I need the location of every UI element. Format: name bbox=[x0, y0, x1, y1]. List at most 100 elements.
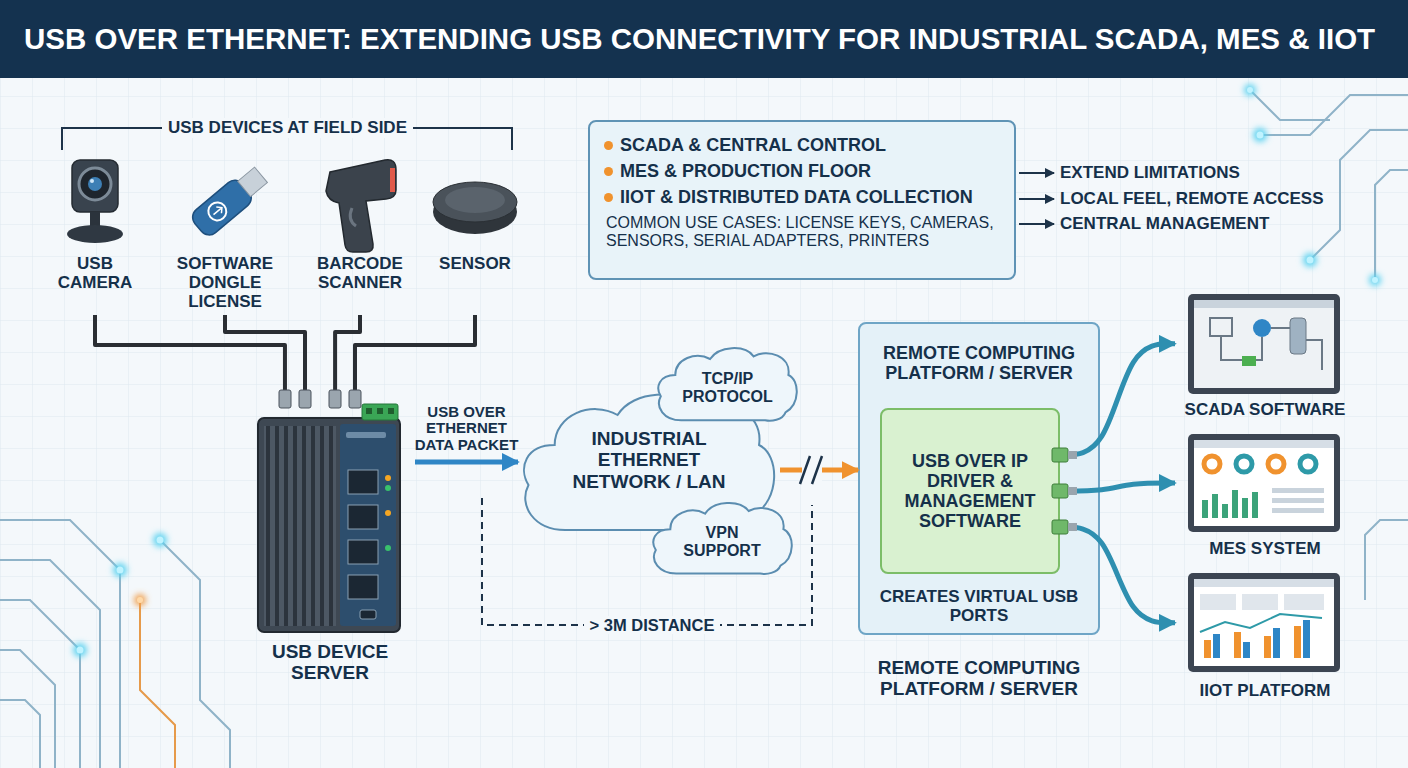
title-band bbox=[0, 0, 1408, 78]
drawing-rect bbox=[1212, 494, 1218, 518]
node-text: USB DEVICE SERVER bbox=[245, 641, 415, 684]
node-text: USB CAMERA bbox=[40, 254, 150, 292]
drawing-circle bbox=[157, 537, 164, 544]
drawing-rect bbox=[1222, 504, 1228, 518]
drawing-circle bbox=[385, 485, 391, 491]
drawing-rect bbox=[390, 168, 395, 192]
drawing-circle bbox=[1300, 456, 1316, 472]
node-text: TCP/IP PROTOCOL bbox=[675, 370, 780, 406]
drawing-ellipse bbox=[433, 182, 517, 222]
drawing-line bbox=[1019, 172, 1054, 174]
drawing-rect bbox=[1200, 594, 1236, 610]
drawing-rect bbox=[1052, 448, 1068, 462]
text-slot: LOCAL FEEL, REMOTE ACCESS bbox=[1060, 187, 1390, 211]
text-slot: EXTEND LIMITATIONS bbox=[1060, 161, 1390, 185]
text-slot: USB CAMERA bbox=[40, 254, 150, 314]
data-arrow bbox=[415, 460, 518, 465]
node-text: CREATES VIRTUAL USB PORTS bbox=[864, 587, 1094, 625]
drawing-g bbox=[1272, 488, 1324, 513]
drawing-circle bbox=[1247, 87, 1253, 93]
circuit-traces bbox=[0, 90, 1408, 768]
node-text: SENSOR bbox=[439, 254, 511, 273]
text-slot: SCADA SOFTWARE bbox=[1175, 396, 1355, 424]
device-node: SENSOR bbox=[425, 150, 525, 315]
text-slot: USB DEVICE SERVER bbox=[245, 637, 415, 687]
drawing-rect bbox=[1194, 300, 1334, 308]
usb-camera-icon bbox=[67, 160, 123, 243]
drawing-rect bbox=[346, 432, 386, 438]
drawing-rect bbox=[238, 167, 268, 196]
drawing-circle bbox=[1253, 319, 1271, 337]
drawing-path bbox=[211, 205, 225, 218]
drawing-circle bbox=[73, 643, 87, 657]
text-slot: USB OVER IP DRIVER & MANAGEMENT SOFTWARE bbox=[888, 416, 1052, 566]
drawing-path bbox=[0, 520, 120, 768]
dongle-icon bbox=[189, 163, 271, 239]
drawing-rect bbox=[388, 408, 394, 414]
text-slot: VPN SUPPORT bbox=[672, 520, 772, 564]
data-arrow bbox=[1060, 483, 1175, 491]
drawing-circle bbox=[90, 179, 94, 183]
usb-cable bbox=[225, 315, 305, 405]
data-arrow bbox=[1060, 527, 1175, 623]
usb-cable bbox=[355, 315, 475, 405]
drawing-circle bbox=[117, 567, 124, 574]
node-text: IIOT & DISTRIBUTED DATA COLLECTION bbox=[620, 187, 973, 207]
drawing-rect bbox=[1210, 318, 1232, 336]
drawing-circle bbox=[137, 597, 143, 603]
text-slot: SOFTWARE DONGLE LICENSE bbox=[160, 254, 290, 314]
drawing-g bbox=[348, 470, 378, 599]
drawing-circle bbox=[1303, 253, 1317, 267]
platform-box: REMOTE COMPUTING PLATFORM / SERVER CREATE… bbox=[858, 322, 1100, 712]
drawing-rect bbox=[1052, 484, 1068, 498]
node-text: IIOT PLATFORM bbox=[1200, 681, 1331, 700]
text-slot: > 3M DISTANCE bbox=[583, 612, 721, 638]
drawing-circle bbox=[1257, 132, 1264, 139]
virtual-port-plugs bbox=[1052, 448, 1077, 534]
sensor-icon bbox=[433, 182, 517, 234]
software-screen: SCADA SOFTWARE bbox=[1175, 290, 1355, 428]
text-slot: USB OVER ETHERNET DATA PACKET bbox=[411, 392, 523, 454]
drawing-rect bbox=[1188, 573, 1340, 672]
node-text: SOFTWARE DONGLE LICENSE bbox=[160, 254, 290, 311]
usb-plugs bbox=[279, 390, 361, 408]
device-node: BARCODE SCANNER bbox=[300, 150, 420, 315]
text-slot: INDUSTRIAL ETHERNET NETWORK / LAN bbox=[550, 421, 748, 499]
drawing-g bbox=[1204, 456, 1316, 472]
edge-label: USB OVER ETHERNET DATA PACKET bbox=[411, 404, 523, 454]
drawing-path bbox=[0, 560, 100, 768]
field-bracket bbox=[62, 128, 512, 150]
text-slot: COMMON USE CASES: LICENSE KEYS, CAMERAS,… bbox=[606, 214, 1006, 274]
drawing-rect bbox=[366, 408, 372, 414]
glow-dots bbox=[73, 84, 1381, 657]
drawing-rect bbox=[279, 390, 291, 408]
drawing-rect bbox=[1234, 632, 1241, 658]
drawing-rect bbox=[264, 426, 336, 626]
drawing-rect bbox=[348, 505, 378, 529]
drawing-circle bbox=[1372, 277, 1378, 283]
drawing-circle bbox=[205, 199, 230, 224]
mes-screen bbox=[1188, 434, 1340, 532]
drawing-rect bbox=[1242, 498, 1248, 518]
drawing-circle bbox=[1268, 456, 1284, 472]
data-arrow bbox=[1060, 344, 1175, 455]
node-text: MES SYSTEM bbox=[1209, 539, 1320, 558]
cloud-shape bbox=[658, 348, 796, 421]
drawing-path bbox=[326, 160, 396, 252]
node-text: SCADA & CENTRAL CONTROL bbox=[620, 135, 886, 155]
drawing-circle bbox=[385, 475, 391, 481]
drawing-path bbox=[1365, 520, 1408, 600]
drawing-circle bbox=[88, 177, 102, 191]
drawing-circle bbox=[385, 545, 391, 551]
drawing-path bbox=[800, 456, 822, 484]
drawing-g bbox=[1200, 594, 1324, 610]
text-slot: USB OVER ETHERNET: EXTENDING USB CONNECT… bbox=[24, 0, 1384, 78]
drawing-circle bbox=[1236, 456, 1252, 472]
text-slot: MES & PRODUCTION FLOOR bbox=[620, 158, 1008, 184]
drawing-rect bbox=[1232, 490, 1238, 518]
text-slot: REMOTE COMPUTING PLATFORM / SERVER bbox=[864, 332, 1094, 394]
drawing-rect bbox=[1194, 579, 1334, 666]
driver-box: USB OVER IP DRIVER & MANAGEMENT SOFTWARE bbox=[880, 408, 1060, 574]
